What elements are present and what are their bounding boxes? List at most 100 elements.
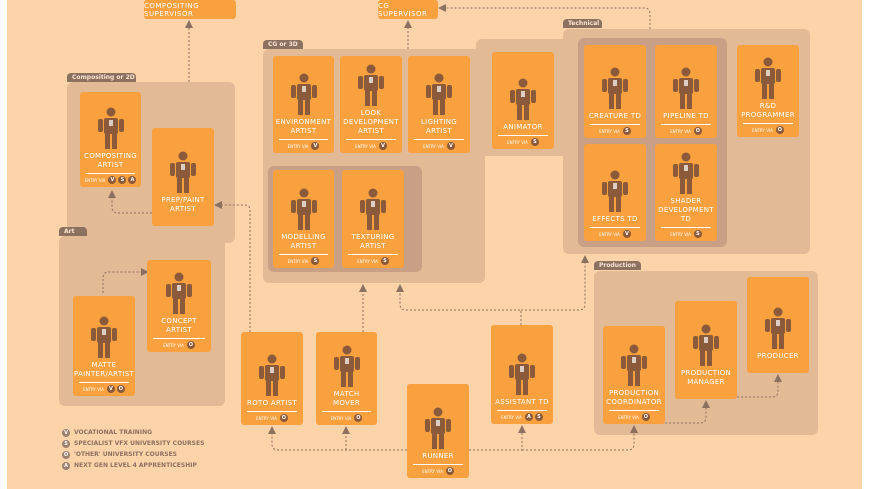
- card-title: Compositing Artist: [84, 152, 137, 169]
- legend: VVocational training SSpecialist VFX uni…: [62, 427, 204, 471]
- legend-item: O'Other' university courses: [62, 449, 204, 460]
- divider: [322, 411, 371, 412]
- entry-routes: entry viaS: [288, 255, 320, 268]
- card-effects-td[interactable]: Effects TDentry viaV: [584, 144, 646, 241]
- entry-badge: V: [622, 230, 631, 238]
- entry-routes: entry viaO: [331, 412, 363, 425]
- divider: [279, 139, 328, 140]
- card-rnd-programmer[interactable]: R&D Programmerentry viaO: [737, 45, 799, 137]
- card-title: Texturing Artist: [351, 233, 395, 250]
- toolbox-figure-icon: [505, 325, 539, 396]
- entry-label: entry via: [752, 127, 773, 133]
- entry-label: entry via: [670, 128, 691, 134]
- entry-badge: V: [108, 176, 117, 184]
- entry-label: entry via: [287, 258, 309, 264]
- entry-routes: entry viaO: [163, 339, 195, 352]
- card-title: Producer: [757, 352, 799, 360]
- card-production-manager[interactable]: Production Manager: [675, 301, 737, 399]
- card-lighting-artist[interactable]: Lighting Artist entry viaV: [408, 56, 470, 153]
- entry-badge: V: [446, 142, 455, 150]
- entry-badge: V: [378, 142, 387, 150]
- environment-icon: [287, 56, 321, 116]
- card-title: Lighting Artist: [420, 118, 458, 135]
- entry-label: entry via: [618, 414, 639, 420]
- divider: [279, 254, 328, 255]
- entry-badge: O: [354, 414, 363, 422]
- left-margin: [0, 0, 7, 489]
- entry-badge: S: [118, 176, 127, 184]
- card-roto-artist[interactable]: Roto Artistentry viaO: [241, 332, 303, 425]
- entry-routes: entry viaVSA: [85, 174, 137, 187]
- entry-badge: O: [775, 126, 784, 134]
- entry-badge: A: [524, 413, 533, 421]
- entry-label: entry via: [287, 143, 309, 149]
- card-creature-td[interactable]: Creature TDentry viaS: [584, 45, 646, 138]
- card-texturing-artist[interactable]: Texturing Artist entry viaS: [342, 170, 404, 268]
- card-title: Pipeline TD: [663, 112, 709, 120]
- mocap-figure-icon: [330, 332, 364, 388]
- card-title: Shader Development TD: [658, 197, 714, 223]
- group-compositing-tab: Compositing or 2D: [67, 73, 136, 82]
- plumber-icon: [669, 45, 703, 110]
- divider: [414, 139, 464, 140]
- group-production-tab: Production: [594, 261, 641, 270]
- textured-suit-icon: [356, 170, 390, 231]
- entry-routes: entry viaO: [618, 411, 650, 424]
- compositing-supervisor[interactable]: Compositing Supervisor: [144, 0, 236, 19]
- divider: [661, 124, 711, 125]
- painter-roller-icon: [166, 128, 200, 194]
- card-animator[interactable]: Animatorentry viaS: [492, 52, 554, 149]
- card-pipeline-td[interactable]: Pipeline TD entry viaO: [655, 45, 717, 138]
- card-runner[interactable]: Runnerentry viaO: [407, 384, 469, 478]
- card-production-coordinator[interactable]: Production Coordinator entry viaO: [603, 326, 665, 424]
- legend-item: VVocational training: [62, 427, 204, 438]
- card-shader-development-td[interactable]: Shader Development TDentry viaS: [655, 144, 717, 241]
- card-title: Concept Artist: [161, 317, 197, 334]
- easel-icon: [598, 144, 632, 213]
- arrow-to-technical-group: [521, 255, 589, 311]
- divider: [86, 173, 135, 174]
- thought-cloud-icon: [162, 260, 196, 315]
- card-title: Look Development Artist: [343, 109, 399, 135]
- card-title: Assistant TD: [495, 398, 549, 406]
- divider: [590, 227, 640, 228]
- legend-item: ANext Gen Level 4 Apprenticeship: [62, 460, 204, 471]
- divider: [346, 139, 396, 140]
- entry-routes: entry viaVO: [83, 383, 125, 396]
- legend-label: Next Gen Level 4 Apprenticeship: [74, 462, 197, 469]
- cg-supervisor[interactable]: CG Supervisor: [378, 0, 438, 19]
- running-papers-icon: [617, 326, 651, 387]
- divider: [153, 338, 205, 339]
- entry-routes: entry viaS: [599, 125, 631, 138]
- card-matte-painter[interactable]: Matte Painter/Artistentry viaVO: [73, 296, 135, 396]
- entry-routes: entry viaS: [357, 255, 389, 268]
- card-environment-artist[interactable]: Environment Artistentry viaV: [273, 56, 334, 153]
- card-compositing-artist[interactable]: Compositing Artist entry viaVSA: [80, 92, 141, 187]
- entry-routes: entry viaV: [423, 140, 455, 153]
- card-assistant-td[interactable]: Assistant TDentry viaAS: [491, 325, 553, 424]
- entry-label: entry via: [163, 342, 184, 348]
- card-title: Animator: [503, 123, 543, 131]
- card-producer[interactable]: Producer: [747, 277, 809, 373]
- divider: [498, 135, 548, 136]
- card-look-development-artist[interactable]: Look Development Artist entry viaV: [340, 56, 402, 153]
- entry-label: entry via: [670, 231, 691, 237]
- card-modelling-artist[interactable]: Modelling Artistentry viaS: [273, 170, 334, 268]
- divider: [661, 227, 711, 228]
- entry-badge: O: [279, 414, 288, 422]
- entry-routes: entry viaO: [256, 412, 288, 425]
- entry-badge: O: [693, 127, 702, 135]
- juggler-icon: [761, 277, 795, 350]
- card-title: Runner: [422, 452, 454, 460]
- entry-label: entry via: [256, 415, 277, 421]
- group-cg-tab: CG or 3D: [263, 40, 303, 49]
- card-prep-paint-artist[interactable]: Prep/Paint Artist: [152, 128, 214, 226]
- entry-badge: S: [380, 257, 389, 265]
- entry-badge: S: [534, 413, 543, 421]
- card-concept-artist[interactable]: Concept Artist entry viaO: [147, 260, 211, 352]
- sculptor-icon: [287, 170, 321, 231]
- entry-routes: entry viaV: [355, 140, 387, 153]
- legend-label: Vocational training: [74, 429, 153, 436]
- card-matchmover[interactable]: Match Moverentry viaO: [316, 332, 377, 425]
- card-title: Production Coordinator: [606, 389, 662, 406]
